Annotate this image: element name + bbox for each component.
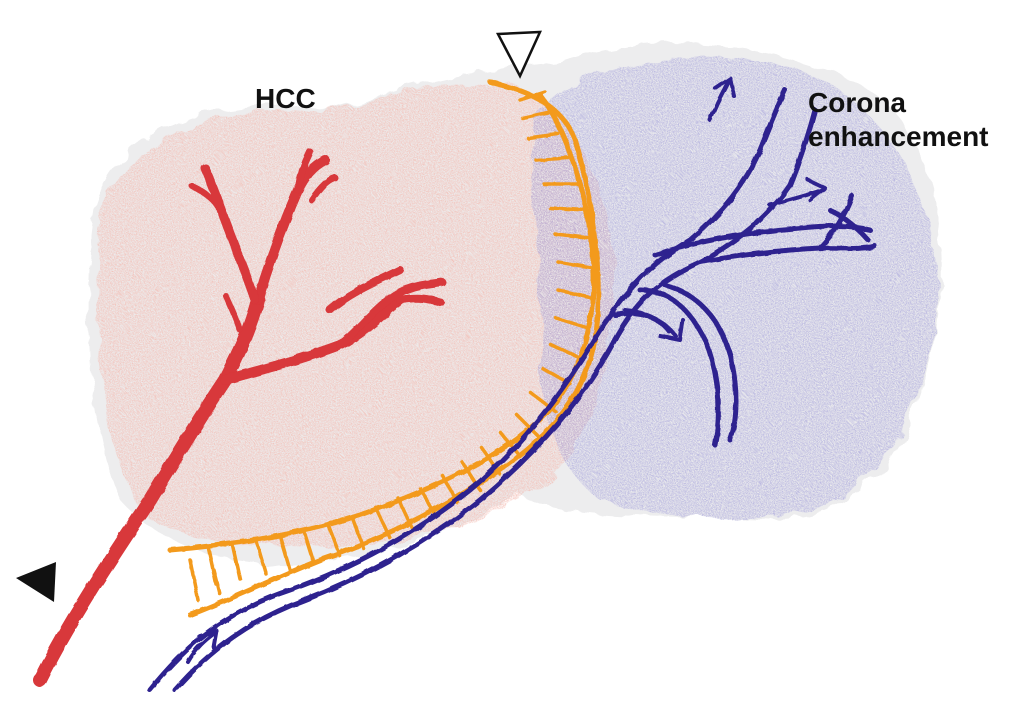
corona-label-line2: enhancement [808,120,989,154]
hcc-label: HCC [255,82,316,116]
corona-enhancement-label: Corona enhancement [808,86,989,154]
solid-arrowhead-icon [16,562,56,602]
corona-label-line1: Corona [808,86,989,120]
